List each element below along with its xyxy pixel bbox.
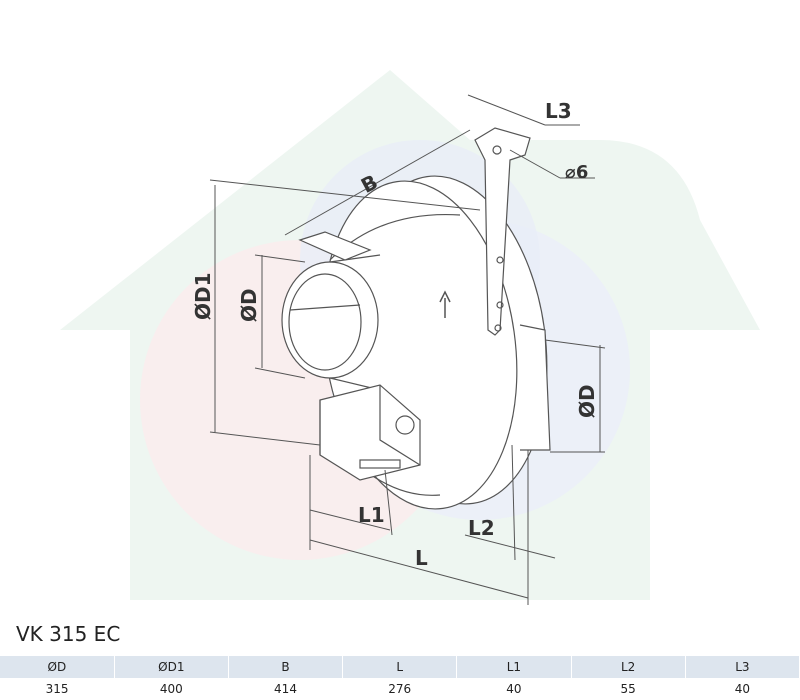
dimension-lines [209, 94, 606, 605]
value-cell-b: 414 [228, 678, 343, 700]
value-cell-l1: 40 [456, 678, 572, 700]
header-cell-d: ØD [0, 656, 115, 678]
value-cell-d1: 400 [114, 678, 229, 700]
header-cell-l2: L2 [571, 656, 686, 678]
dim-d-inlet-label: ØD [237, 288, 261, 322]
dim-l-label: L [415, 546, 428, 570]
value-cell-d: 315 [0, 678, 115, 700]
header-cell-l1: L1 [456, 656, 572, 678]
fan-technical-drawing: L3 B ⌀6 ØD1 ØD ØD L1 L2 L [60, 70, 760, 605]
header-cell-d1: ØD1 [114, 656, 229, 678]
dim-l3-label: L3 [545, 99, 572, 123]
specs-table: ØD ØD1 B L L1 L2 L3 315 400 414 276 40 5… [0, 656, 800, 700]
specs-value-row: 315 400 414 276 40 55 40 [0, 678, 800, 700]
fan-outline [281, 127, 551, 510]
header-cell-l3: L3 [685, 656, 800, 678]
dim-hole-label: ⌀6 [565, 162, 588, 183]
dim-l2-label: L2 [468, 516, 495, 540]
value-cell-l3: 40 [685, 678, 800, 700]
header-cell-b: B [228, 656, 344, 678]
value-cell-l: 276 [342, 678, 457, 700]
dim-d1-label: ØD1 [191, 272, 215, 320]
value-cell-l2: 55 [571, 678, 686, 700]
header-cell-l: L [342, 656, 458, 678]
dim-d-outlet-label: ØD [575, 384, 599, 418]
dim-l1-label: L1 [358, 503, 385, 527]
specs-header-row: ØD ØD1 B L L1 L2 L3 [0, 656, 800, 678]
product-model-title: VK 315 EC [16, 622, 121, 646]
